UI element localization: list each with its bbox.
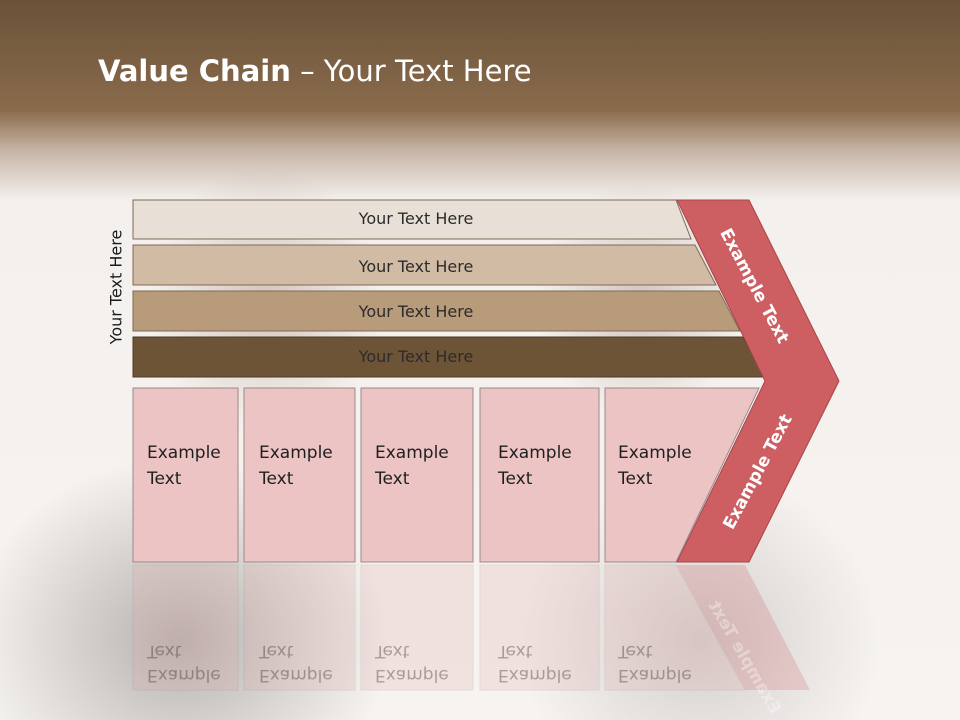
- row-2: [132, 244, 717, 286]
- row-2-label: Your Text Here: [358, 257, 474, 276]
- box-3: [360, 387, 474, 563]
- box-5-line2: Text: [617, 469, 653, 489]
- box-4-line1: Example: [498, 443, 572, 463]
- box-2-line2: Text: [258, 469, 294, 489]
- box-2: [243, 387, 356, 563]
- reflect-text-1: Example: [147, 665, 221, 685]
- box-3-line2: Text: [374, 469, 410, 489]
- box-5: [604, 387, 760, 563]
- box-5-line1: Example: [618, 443, 692, 463]
- title-banner: [0, 0, 960, 200]
- reflect-text-4: Example: [498, 665, 572, 685]
- reflect-text-3b: Text: [374, 641, 410, 661]
- row-1: [132, 199, 692, 240]
- reflect-text-2b: Text: [258, 641, 294, 661]
- chevron-arrow: [676, 199, 840, 563]
- reflect-text-5: Example: [618, 665, 692, 685]
- reflect-text-3: Example: [375, 665, 449, 685]
- box-1-line1: Example: [147, 443, 221, 463]
- reflect-text-4b: Text: [497, 641, 533, 661]
- title-rest: – Your Text Here: [290, 54, 532, 88]
- row-3-label: Your Text Here: [358, 302, 474, 321]
- row-4-label: Your Text Here: [358, 347, 474, 366]
- box-3-line1: Example: [375, 443, 449, 463]
- box-4-line2: Text: [497, 469, 533, 489]
- box-1: [132, 387, 239, 563]
- reflect-text-2: Example: [259, 665, 333, 685]
- row-3: [132, 290, 741, 332]
- diagram-reflection: [132, 564, 810, 691]
- row-1-label: Your Text Here: [358, 209, 474, 228]
- box-1-line2: Text: [146, 469, 182, 489]
- title-bold: Value Chain: [98, 54, 291, 88]
- reflect-text-5b: Text: [617, 641, 653, 661]
- reflect-text-1b: Text: [146, 641, 182, 661]
- box-2-line1: Example: [259, 443, 333, 463]
- box-4: [479, 387, 600, 563]
- slide-title: Value Chain – Your Text Here: [98, 54, 532, 88]
